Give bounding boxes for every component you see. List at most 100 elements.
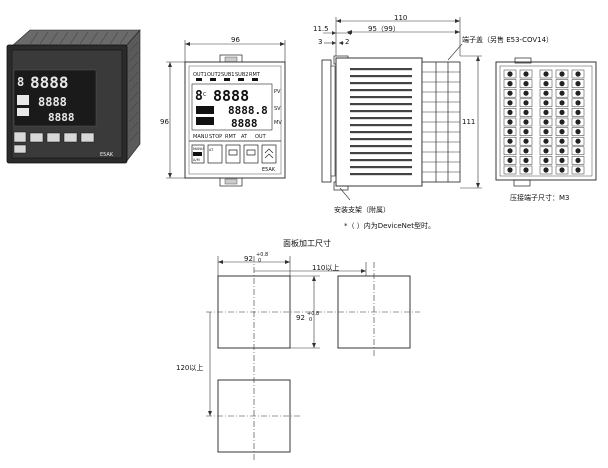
front-status-sub2: SUB2: [235, 72, 248, 78]
rear-terminal-screw: [575, 148, 581, 154]
rear-terminal-screw: [543, 129, 549, 135]
rear-terminal-screw: [575, 129, 581, 135]
front-panel-label: E5AK: [262, 167, 276, 173]
front-status-out1: OUT1: [193, 72, 207, 78]
rear-terminal-screw: [523, 119, 529, 125]
svg-text:8888: 8888: [30, 73, 69, 92]
front-key-up: [261, 144, 277, 164]
cutout-spacing-h: 110以上: [312, 263, 339, 272]
rear-terminal-screw: [559, 157, 565, 163]
photo-brand-label: E5AK: [100, 152, 114, 158]
rear-terminal-screw: [523, 129, 529, 135]
rear-terminal-screw: [543, 109, 549, 115]
rear-terminal-screw: [543, 90, 549, 96]
svg-text:8888: 8888: [48, 111, 75, 124]
rear-terminal-screw: [523, 71, 529, 77]
front-sv-value: 8888.8: [228, 104, 268, 117]
rear-terminal-screw: [559, 109, 565, 115]
rear-terminal-screw: [507, 90, 513, 96]
side-view: 110 95（99） 11.5 3 2: [313, 14, 553, 230]
cutout-title: 面板加工尺寸: [283, 238, 331, 248]
rear-terminal-screw: [523, 109, 529, 115]
rear-terminal-screw: [507, 138, 513, 144]
rear-terminal-screw: [575, 100, 581, 106]
rear-terminal-screw: [559, 119, 565, 125]
svg-text:8888: 8888: [38, 95, 67, 109]
rear-terminal-screw: [523, 138, 529, 144]
side-footnote: *（ ）内为DeviceNet型时。: [344, 221, 435, 230]
front-channel-prefix: C: [203, 92, 207, 98]
rear-terminal-screw: [543, 167, 549, 173]
rear-terminal-screw: [559, 148, 565, 154]
rear-terminal-screw: [523, 81, 529, 87]
front-bottom-out: OUT: [255, 134, 267, 140]
rear-terminal-screw: [523, 167, 529, 173]
cutout-height-tol-bot: 0: [309, 317, 312, 323]
rear-terminal-screw: [559, 138, 565, 144]
front-status-out2: OUT2: [207, 72, 221, 78]
cutout-width-tol-top: +0.8: [256, 252, 268, 258]
front-key-3: [225, 144, 241, 164]
rear-terminal-screw: [507, 148, 513, 154]
rear-terminal-screw: [523, 100, 529, 106]
rear-terminal-screw: [559, 167, 565, 173]
rear-terminal-screw: [523, 148, 529, 154]
rear-terminal-screw: [507, 119, 513, 125]
rear-terminal-screw: [559, 129, 565, 135]
rear-terminal-screw: [507, 129, 513, 135]
front-status-sub1: SUB1: [221, 72, 234, 78]
rear-terminal-screw: [559, 81, 565, 87]
cutout-width-tol-bot: 0: [258, 258, 261, 264]
rear-terminal-screw: [575, 119, 581, 125]
rear-terminal-screw: [507, 100, 513, 106]
side-left-dim-a: 3: [318, 38, 322, 46]
front-width-label: 96: [231, 36, 240, 44]
rear-terminal-screw: [543, 148, 549, 154]
front-pv-label: PV: [274, 89, 281, 95]
rear-terminal-screw: [507, 71, 513, 77]
rear-terminal-screw: [507, 109, 513, 115]
rear-terminal-screw: [559, 100, 565, 106]
rear-terminal-screw: [543, 71, 549, 77]
front-mv-value: 8888: [231, 117, 258, 130]
front-bottom-manu: MANU: [193, 134, 208, 140]
front-bottom-stop: STOP: [209, 134, 222, 140]
panel-cutout: 面板加工尺寸 92 +0.8 0 110以上 92 +0.8 0: [176, 238, 420, 462]
rear-terminal-screw: [523, 90, 529, 96]
rear-terminal-screw: [559, 71, 565, 77]
rear-terminal-screw: [543, 138, 549, 144]
rear-terminal-screw: [543, 157, 549, 163]
rear-terminal-screw: [507, 157, 513, 163]
rear-terminal-screw: [575, 157, 581, 163]
controller-photo: 8 8888 8888 8888 E5AK: [6, 29, 141, 164]
rear-terminal-screw: [575, 71, 581, 77]
rear-terminal-screw: [575, 138, 581, 144]
cutout-height-tol-top: +0.8: [307, 311, 319, 317]
cutout-width-label: 92: [244, 255, 253, 263]
rear-view: 压接端子尺寸：M3: [495, 57, 597, 202]
side-total-depth: 110: [394, 14, 407, 22]
rear-terminal-screw: [507, 81, 513, 87]
front-pv-value: 8888: [213, 87, 249, 105]
front-sv-label: SV: [274, 106, 281, 112]
rear-terminal-screw: [575, 167, 581, 173]
side-bracket-label: 安装支架（附属）: [334, 205, 390, 214]
front-bottom-at: AT: [241, 134, 248, 140]
rear-terminal-screw: [523, 157, 529, 163]
front-mv-label: MV: [274, 120, 282, 126]
front-key-am-label: A/M: [193, 158, 200, 162]
side-depth-label: 95（99）: [368, 25, 400, 33]
rear-terminal-screw: [543, 100, 549, 106]
front-view: 96 96 OUT1 OUT2 SUB1 SUB2 RMT 8 C 8888: [160, 36, 286, 187]
rear-terminal-screw: [575, 90, 581, 96]
cutout-spacing-v: 120以上: [176, 363, 203, 372]
side-left-dim-b: 2: [345, 38, 349, 46]
front-bottom-rmt: RMT: [225, 134, 237, 140]
side-terminal-cover-label: 端子盖（另售 E53-COV14）: [462, 35, 553, 44]
front-height-label: 96: [160, 118, 169, 126]
side-height-label: 111: [462, 118, 475, 126]
front-key-manu: [191, 144, 205, 164]
front-key-manu-label: MANU: [193, 147, 204, 151]
front-key-at-label: AT: [209, 148, 214, 152]
